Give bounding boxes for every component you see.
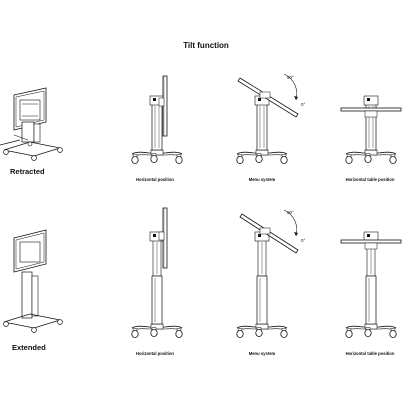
caption-extended-menu: Menu system bbox=[248, 351, 276, 356]
retracted-angle-top: 90° bbox=[287, 75, 294, 80]
caption-retracted-menu: Menu system bbox=[248, 177, 276, 182]
extended-table-drawing bbox=[340, 231, 402, 338]
extended-horizontal-drawing bbox=[132, 207, 182, 338]
retracted-perspective-drawing bbox=[0, 87, 63, 161]
diagram-title: Tilt function bbox=[183, 41, 229, 50]
extended-perspective-drawing bbox=[3, 229, 63, 333]
extended-angle-top: 90° bbox=[287, 210, 294, 215]
extended-angle-bottom: 0° bbox=[301, 238, 306, 243]
extended-menu-drawing bbox=[237, 209, 299, 338]
caption-retracted-table: Horizontal table position bbox=[345, 177, 395, 182]
retracted-horizontal-drawing bbox=[132, 75, 182, 164]
caption-retracted-horizontal: Horizontal position bbox=[136, 177, 174, 182]
caption-extended-table: Horizontal table position bbox=[345, 351, 395, 356]
retracted-table-drawing bbox=[340, 95, 402, 164]
retracted-angle-bottom: 0° bbox=[301, 102, 306, 107]
row-label-retracted: Retracted bbox=[10, 167, 45, 176]
retracted-menu-drawing bbox=[237, 73, 299, 164]
caption-extended-horizontal: Horizontal position bbox=[136, 351, 174, 356]
row-label-extended: Extended bbox=[12, 343, 46, 352]
